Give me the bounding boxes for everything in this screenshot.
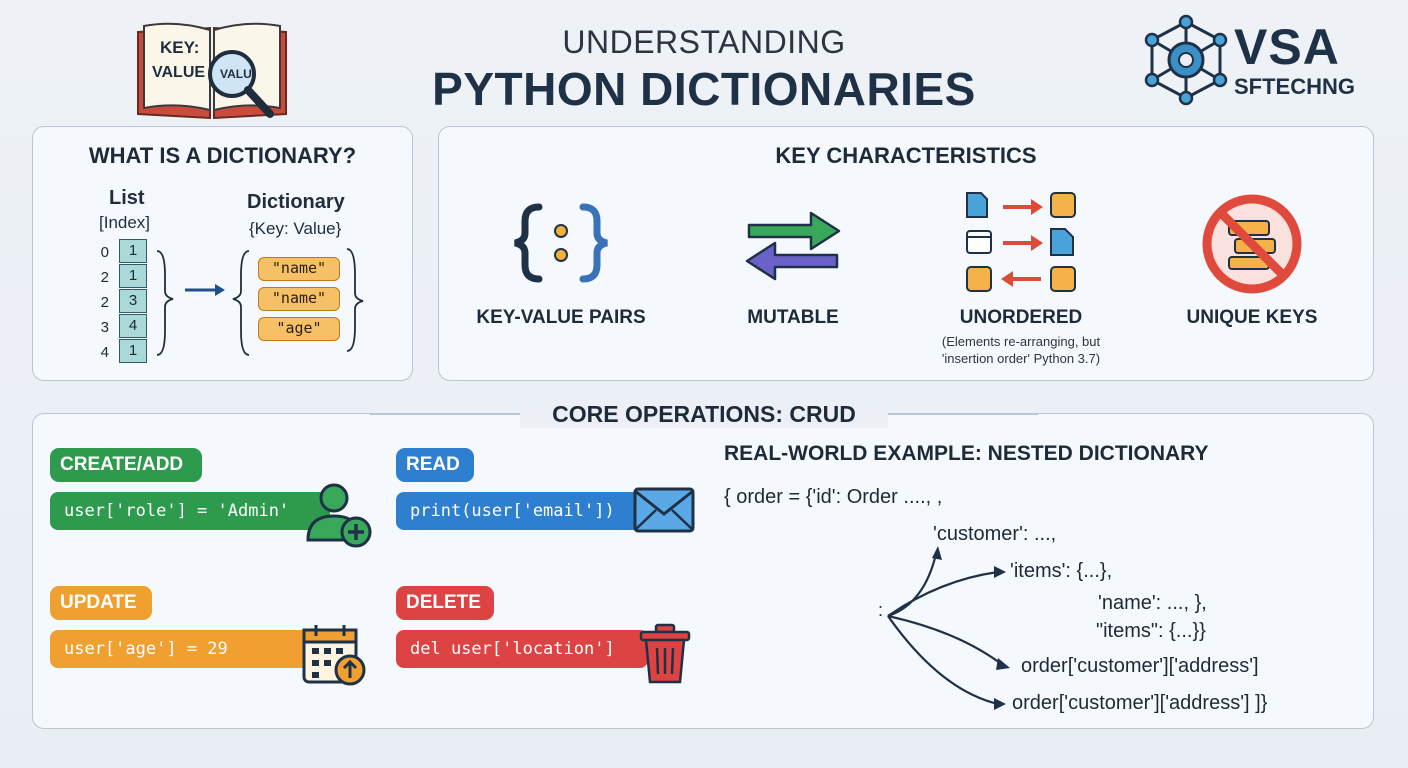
list-cell: 1 [119, 239, 147, 263]
crud-title-rule-right [888, 413, 1038, 415]
page-title: PYTHON DICTIONARIES [432, 63, 976, 115]
list-index: 2 [100, 269, 109, 286]
shuffle-grid-icon [966, 192, 1076, 292]
trash-icon [639, 623, 691, 684]
dict-key: "age" [258, 317, 340, 341]
no-duplicates-icon [1202, 194, 1302, 294]
delete-code: del user['location'] [396, 630, 648, 668]
dict-sub: {Key: Value} [249, 219, 342, 238]
what-is-title: WHAT IS A DICTIONARY? [88, 143, 357, 168]
swap-arrows-icon [745, 211, 841, 281]
list-cell: 1 [119, 264, 147, 288]
book-magnifier-icon [137, 22, 287, 120]
read-chip: READ [396, 448, 474, 482]
crud-title-rule-left [370, 413, 520, 415]
list-index: 0 [100, 244, 109, 261]
crud-panel [32, 413, 1374, 729]
braces-icon [514, 203, 608, 283]
nested-line: order['customer']['address'] ]} [1012, 692, 1268, 714]
char-label: UNORDERED [959, 307, 1083, 328]
what-is-panel: WHAT IS A DICTIONARY? List [Index] Dicti… [32, 126, 413, 381]
calendar-update-icon [302, 625, 366, 686]
nested-title: REAL-WORLD EXAMPLE: NESTED DICTIONARY [724, 442, 1209, 465]
nested-line: 'name': ..., }, [1098, 592, 1207, 614]
list-index: 2 [100, 294, 109, 311]
list-index: 3 [100, 319, 109, 336]
unordered-note: 'insertion order' Python 3.7) [941, 351, 1101, 366]
nested-line: 'items': {...}, [1010, 560, 1113, 582]
list-index: 4 [100, 344, 109, 361]
nested-line: 'customer': ..., [933, 523, 1057, 545]
char-label: UNIQUE KEYS [1186, 307, 1318, 328]
list-cell: 1 [119, 339, 147, 363]
characteristics-title: KEY CHARACTERISTICS [775, 143, 1037, 168]
book-value-text: VALUE [152, 64, 206, 81]
dict-right-brace [346, 248, 364, 352]
title-top: UNDERSTANDING [562, 24, 846, 60]
dict-label: Dictionary [247, 191, 345, 213]
delete-chip: DELETE [396, 586, 494, 620]
list-to-dict-arrow [156, 250, 250, 356]
crud-title: CORE OPERATIONS: CRUD [520, 401, 888, 428]
create-code: user['role'] = 'Admin' [50, 492, 330, 530]
read-code: print(user['email']) [396, 492, 658, 530]
envelope-icon [633, 487, 695, 533]
nested-line: order['customer']['address'] [1021, 655, 1259, 677]
dict-key: "name" [258, 287, 340, 311]
book-key-text: KEY: [160, 38, 200, 57]
network-gear-icon [1144, 14, 1228, 106]
dict-key: "name" [258, 257, 340, 281]
update-code: user['age'] = 29 [50, 630, 318, 668]
char-label: MUTABLE [747, 307, 839, 328]
char-label: KEY-VALUE PAIRS [476, 307, 646, 328]
nested-tree-arrows [887, 546, 1010, 710]
nested-origin: : [878, 600, 884, 620]
update-chip: UPDATE [50, 586, 152, 620]
unordered-note: (Elements re-arranging, but [941, 334, 1101, 349]
lens-value-text: VALU [220, 67, 252, 81]
logo-top: VSA [1234, 19, 1340, 75]
list-cell: 3 [119, 289, 147, 313]
list-cell: 4 [119, 314, 147, 338]
add-user-icon [306, 483, 372, 548]
nested-line: "items": {...}} [1096, 620, 1206, 642]
list-sub: [Index] [99, 213, 151, 232]
list-label: List [109, 187, 145, 209]
create-chip: CREATE/ADD [50, 448, 202, 482]
nested-line: { order = {'id': Order ...., , [724, 486, 943, 508]
characteristics-panel: KEY CHARACTERISTICS KEY-VALUE PAIRS MUTA… [438, 126, 1374, 381]
logo-bottom: SFTECHNG [1234, 74, 1355, 99]
